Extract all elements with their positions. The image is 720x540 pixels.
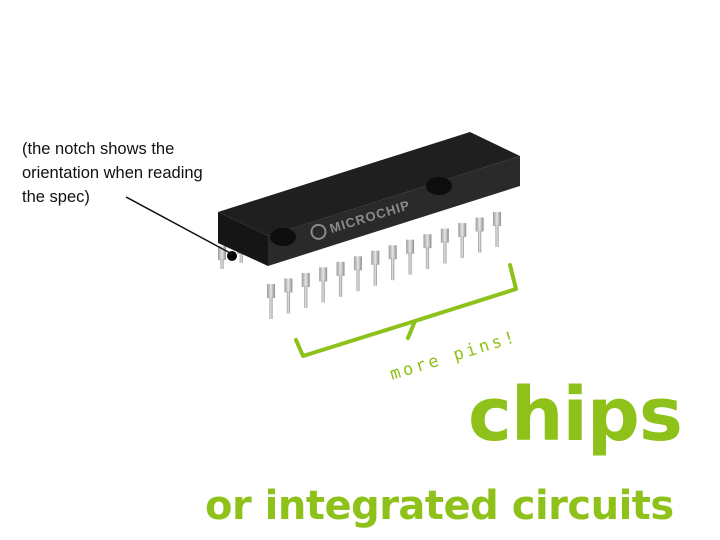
front-row-pin (388, 245, 397, 281)
chip-body-front (218, 212, 268, 266)
front-row-pin (406, 239, 415, 275)
front-row-pin (475, 217, 484, 253)
front-row-pin (284, 278, 293, 314)
dimple-left (270, 228, 296, 246)
front-row-pin (493, 212, 501, 247)
microchip-logo-icon (310, 223, 327, 240)
annotation-line-2: orientation when reading (22, 164, 203, 182)
front-row-pin (319, 267, 328, 303)
chip-body-side (268, 156, 520, 266)
pins-bracket (294, 263, 518, 358)
annotation-line-3: the spec) (22, 188, 90, 206)
front-row-pin (301, 272, 310, 308)
dimple-right (426, 177, 452, 195)
notch-annotation: (the notch shows the orientation when re… (22, 137, 262, 209)
chip-body-top (218, 132, 520, 236)
front-row-pin (267, 284, 275, 319)
subtitle-integrated-circuits: or integrated circuits (205, 483, 674, 529)
front-row-pin (371, 250, 380, 286)
front-row-pin (336, 261, 345, 297)
front-row-pin (353, 256, 362, 292)
front-pin-row (267, 212, 501, 319)
back-row-pin (218, 246, 226, 269)
annotation-line-1: (the notch shows the (22, 140, 175, 158)
front-row-pin (440, 228, 449, 264)
front-row-pin (423, 234, 432, 270)
title-chips: chips (468, 372, 683, 458)
front-row-pin (458, 223, 467, 259)
annotation-pointer-line (125, 196, 233, 255)
